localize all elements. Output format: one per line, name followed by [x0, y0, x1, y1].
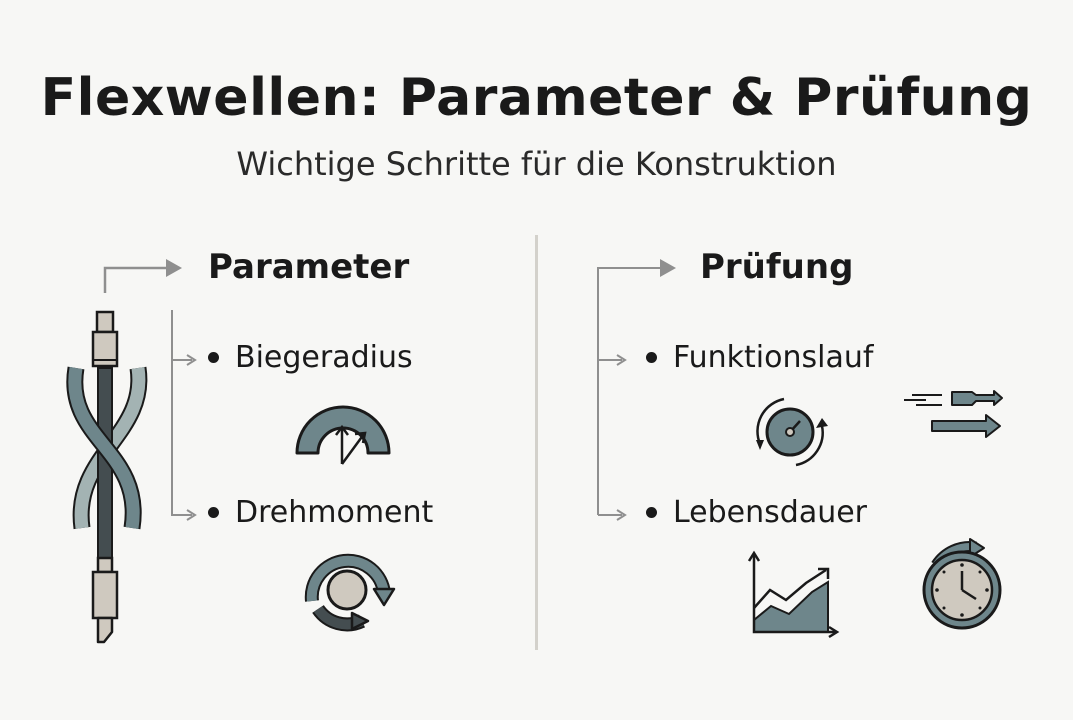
bullet — [646, 352, 657, 363]
section-divider — [535, 235, 538, 650]
stopwatch-icon — [922, 538, 1002, 630]
item-label: Funktionslauf — [673, 340, 874, 375]
list-item-drehmoment: Drehmoment — [208, 495, 433, 530]
bullet — [208, 507, 219, 518]
list-item-biegeradius: Biegeradius — [208, 340, 413, 375]
bullet — [646, 507, 657, 518]
pruefung-heading: Prüfung — [700, 247, 854, 287]
parameter-heading: Parameter — [208, 247, 410, 287]
flexible-shaft-icon — [66, 310, 148, 644]
item-label: Drehmoment — [235, 495, 434, 530]
torque-icon — [304, 553, 396, 632]
speedometer-icon — [756, 397, 828, 467]
growth-chart-icon — [747, 550, 840, 639]
list-item-funktionslauf: Funktionslauf — [646, 340, 873, 375]
item-label: Biegeradius — [235, 340, 413, 375]
motion-arrows-icon — [904, 390, 1003, 438]
page-subtitle: Wichtige Schritte für die Konstruktion — [236, 145, 837, 183]
bullet — [208, 352, 219, 363]
list-item-lebensdauer: Lebensdauer — [646, 495, 867, 530]
page-title: Flexwellen: Parameter & Prüfung — [40, 68, 1033, 128]
item-label: Lebensdauer — [673, 495, 868, 530]
bend-radius-icon — [295, 405, 391, 465]
